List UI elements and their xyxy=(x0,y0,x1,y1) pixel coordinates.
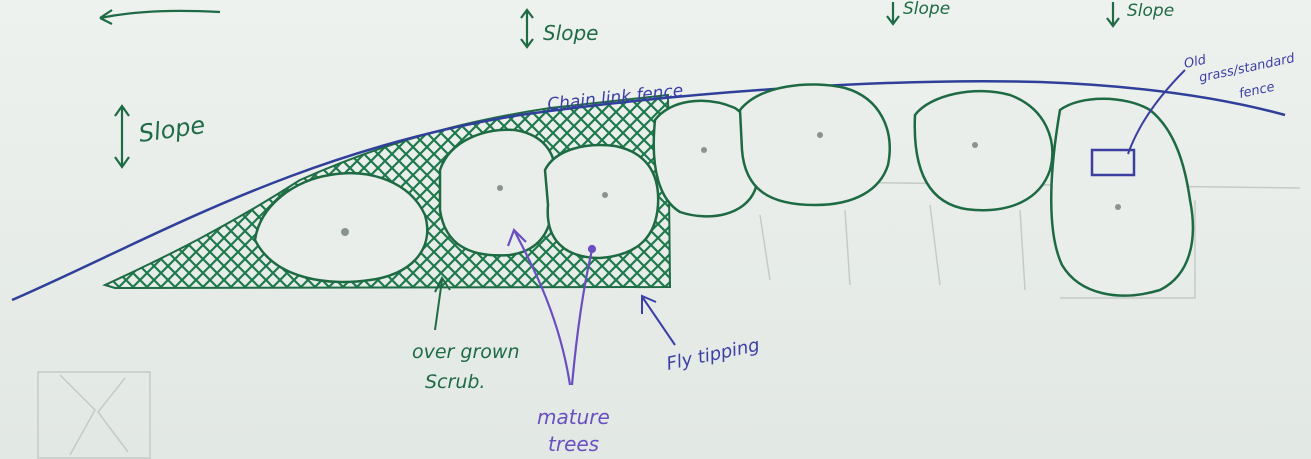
slope-arrow-icon xyxy=(887,2,899,24)
slope-arrow-icon xyxy=(115,106,129,167)
tree-trunk-dot xyxy=(602,192,608,198)
fly-tipping-arrow xyxy=(642,296,675,345)
old-sign-label-line2: grass/standard xyxy=(1198,51,1297,86)
tree-canopy xyxy=(440,130,556,256)
old-sign-label-line3: fence xyxy=(1238,80,1276,102)
tree-trunk-dot xyxy=(701,147,707,153)
scrub-label-line1: over grown xyxy=(412,341,520,363)
slope-label: Slope xyxy=(903,0,950,19)
slope-arrow-icon xyxy=(1107,2,1119,26)
trees-group xyxy=(255,84,1193,295)
slope-label: Slope xyxy=(1127,1,1174,21)
slope-label: Slope xyxy=(137,111,207,148)
tree-canopy xyxy=(255,173,427,282)
fly-tipping-label: Fly tipping xyxy=(665,335,762,375)
tree-canopy xyxy=(915,91,1053,210)
tree-canopy xyxy=(545,145,658,258)
arrow-icon xyxy=(100,11,220,18)
pencil-line xyxy=(760,215,770,280)
tree-trunk-dot xyxy=(1115,204,1121,210)
trees-label-line2: trees xyxy=(548,432,599,456)
pencil-line xyxy=(845,210,850,285)
arrow-icon xyxy=(642,296,675,345)
trees-label-line1: mature xyxy=(537,405,610,429)
tree-trunk-dot xyxy=(972,142,978,148)
arrow-head-dot xyxy=(589,246,595,252)
pencil-sketch xyxy=(60,375,128,455)
tree-canopy xyxy=(740,84,890,205)
pencil-line xyxy=(930,205,940,285)
slope-label: Slope xyxy=(543,21,599,45)
tree-trunk-dot xyxy=(497,185,503,191)
tree-trunk-dot xyxy=(341,228,349,236)
tree-trunk-dot xyxy=(817,132,823,138)
scrub-label-line2: Scrub. xyxy=(425,371,485,393)
tree-canopy xyxy=(1051,99,1193,296)
pencil-line xyxy=(1020,210,1025,290)
pencil-box-sketch xyxy=(38,372,150,458)
slope-arrow-icon xyxy=(521,10,533,47)
